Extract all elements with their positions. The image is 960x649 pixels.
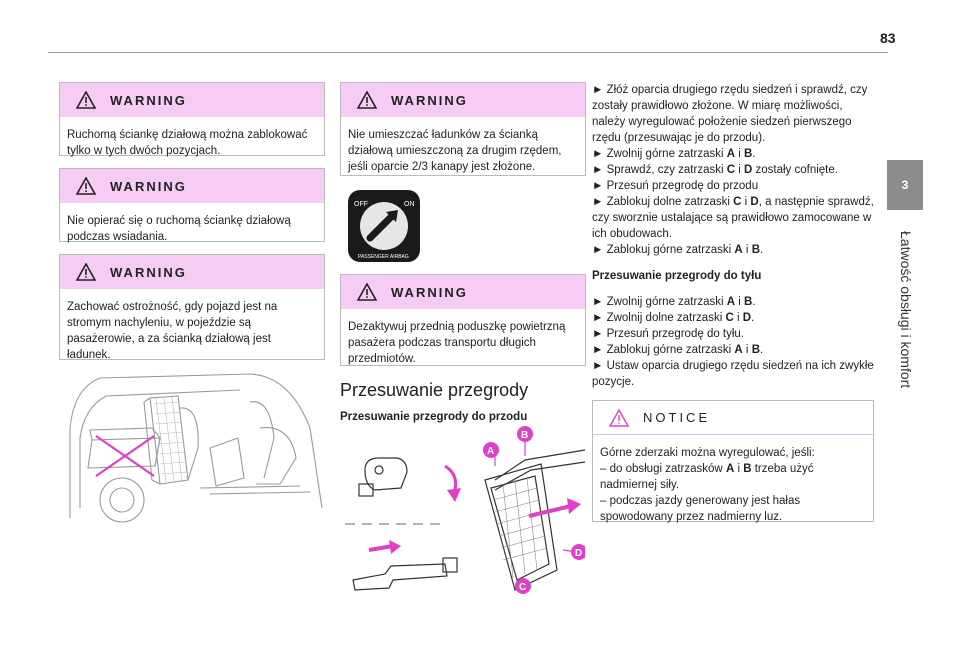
warning-box: WARNING Nie umieszczać ładunków za ścian… <box>340 82 586 176</box>
warning-title: WARNING <box>391 284 468 300</box>
warning-box: WARNING Zachować ostrożność, gdy pojazd … <box>59 254 325 361</box>
top-divider <box>48 52 888 53</box>
label-b: B <box>521 430 528 441</box>
step: ► Przesuń przegrodę do przodu <box>592 180 759 192</box>
warning-text: Dezaktywuj przednią poduszkę powietrzną … <box>348 321 566 365</box>
column-middle: WARNING Nie umieszczać ładunków za ścian… <box>340 82 586 431</box>
step: ► Zablokuj górne zatrzaski A i B. <box>592 344 764 356</box>
label-d: D <box>575 548 582 559</box>
column-left: WARNING Ruchomą ściankę działową można z… <box>59 82 325 372</box>
page-number: 83 <box>880 30 896 46</box>
airbag-switch-wrap: OFF ON PASSENGER AIRBAG <box>340 188 586 268</box>
partition-latch-diagram: A B C D <box>345 426 585 594</box>
section-subtitle: Przesuwanie przegrody do przodu <box>340 411 528 423</box>
warning-icon <box>357 91 377 109</box>
step: ► Ustaw oparcia drugiego rzędu siedzeń n… <box>592 360 874 388</box>
step: ► Przesuń przegrodę do tyłu. <box>592 328 745 340</box>
step: ► Sprawdź, czy zatrzaski C i D zostały c… <box>592 164 838 176</box>
step: ► Zablokuj górne zatrzaski A i B. <box>592 244 764 256</box>
switch-off-label: OFF <box>354 201 368 208</box>
step: ► Zablokuj dolne zatrzaski C i D, a nast… <box>592 196 874 240</box>
steps-forward: ► Złóż oparcia drugiego rzędu siedzeń i … <box>592 82 874 258</box>
warning-icon <box>76 91 96 109</box>
switch-on-label: ON <box>404 201 415 208</box>
warning-title: WARNING <box>391 92 468 108</box>
warning-box: WARNING Ruchomą ściankę działową można z… <box>59 82 325 157</box>
warning-icon <box>76 177 96 195</box>
steps-rear: ► Zwolnij górne zatrzaski A i B. ► Zwoln… <box>592 294 874 390</box>
label-c: C <box>519 582 526 593</box>
van-partition-illustration <box>69 373 323 523</box>
warning-icon <box>76 263 96 281</box>
notice-text: Górne zderzaki można wyregulować, jeśli:… <box>600 447 815 523</box>
warning-box: WARNING Nie opierać się o ruchomą ściank… <box>59 168 325 243</box>
chapter-title: Łatwość obsługi i komfort <box>898 231 914 389</box>
column-right: ► Złóż oparcia drugiego rzędu siedzeń i … <box>592 82 874 534</box>
warning-icon <box>357 283 377 301</box>
notice-box: NOTICE Górne zderzaki można wyregulować,… <box>592 400 874 523</box>
warning-box: WARNING Dezaktywuj przednią poduszkę pow… <box>340 274 586 366</box>
warning-text: Nie opierać się o ruchomą ściankę działo… <box>67 215 291 243</box>
warning-text: Nie umieszczać ładunków za ścianką dział… <box>348 129 562 173</box>
warning-title: WARNING <box>110 92 187 108</box>
step: ► Złóż oparcia drugiego rzędu siedzeń i … <box>592 84 868 144</box>
step: ► Zwolnij górne zatrzaski A i B. <box>592 296 756 308</box>
notice-title: NOTICE <box>643 409 711 425</box>
rear-heading: Przesuwanie przegrody do tyłu <box>592 270 762 282</box>
section-title: Przesuwanie przegrody <box>340 380 529 400</box>
warning-title: WARNING <box>110 178 187 194</box>
label-a: A <box>487 446 494 457</box>
warning-text: Zachować ostrożność, gdy pojazd jest na … <box>67 301 278 361</box>
warning-text: Ruchomą ściankę działową można zablokowa… <box>67 129 308 157</box>
warning-title: WARNING <box>110 264 187 280</box>
step: ► Zwolnij dolne zatrzaski C i D. <box>592 312 755 324</box>
passenger-airbag-switch-icon: OFF ON PASSENGER AIRBAG <box>348 190 420 262</box>
chapter-tab[interactable]: 3 <box>887 160 923 210</box>
step: ► Zwolnij górne zatrzaski A i B. <box>592 148 756 160</box>
notice-warning-icon <box>609 408 629 427</box>
switch-ring-label: PASSENGER AIRBAG <box>358 254 409 260</box>
